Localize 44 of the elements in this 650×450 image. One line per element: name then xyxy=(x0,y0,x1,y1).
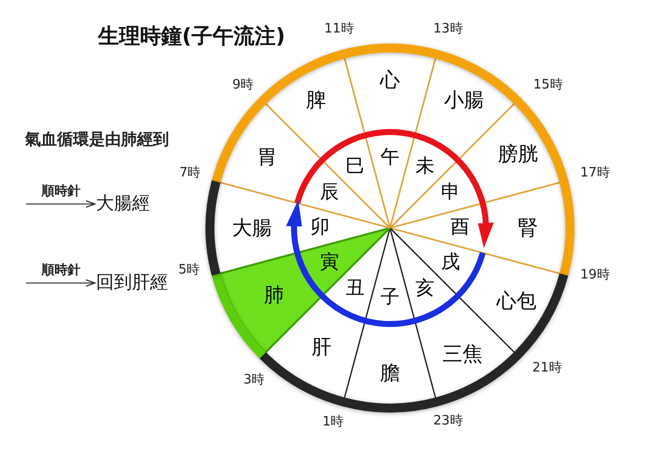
hour-label: 3時 xyxy=(243,374,265,388)
hour-label: 1時 xyxy=(322,416,344,430)
organ-label: 小腸 xyxy=(444,88,484,112)
hour-label: 23時 xyxy=(433,414,463,430)
hour-label: 7時 xyxy=(179,166,201,182)
branch-label: 子 xyxy=(380,287,400,309)
branch-label: 午 xyxy=(380,147,400,169)
hour-label: 5時 xyxy=(178,264,200,278)
branch-label: 巳 xyxy=(346,156,364,178)
organ-label: 胃 xyxy=(257,146,278,168)
diagram-title: 生理時鐘(子午流注) xyxy=(98,23,286,50)
branch-label: 卯 xyxy=(310,217,330,239)
organ-label: 膽 xyxy=(380,362,400,384)
organ-label: 腎 xyxy=(518,216,538,240)
branch-label: 寅 xyxy=(320,252,339,274)
branch-label: 申 xyxy=(441,182,460,204)
flow-target-text: 大腸經 xyxy=(96,193,150,215)
hour-label: 9時 xyxy=(232,78,254,94)
edge-label: 順時針 xyxy=(42,262,80,279)
organ-label: 三焦 xyxy=(442,342,482,366)
branch-label: 亥 xyxy=(416,278,434,300)
organ-label: 肺 xyxy=(264,284,284,306)
branch-label: 戌 xyxy=(441,252,460,274)
arrow xyxy=(26,200,96,208)
organ-label: 膀胱 xyxy=(498,142,538,166)
arrow xyxy=(26,279,96,287)
organ-label: 心 xyxy=(380,68,400,92)
organ-label: 心包 xyxy=(496,290,536,312)
organ-label: 肝 xyxy=(312,335,332,358)
hour-label: 19時 xyxy=(580,268,610,284)
flow-target-text: 回到肝經 xyxy=(96,272,168,294)
hour-label: 21時 xyxy=(532,362,562,376)
branch-label: 酉 xyxy=(450,217,470,239)
branch-label: 辰 xyxy=(320,182,339,204)
organ-label: 脾 xyxy=(306,88,326,112)
hour-label: 11時 xyxy=(324,22,354,38)
hour-label: 13時 xyxy=(433,22,463,38)
branch-label: 未 xyxy=(416,156,434,178)
organ-label: 大腸 xyxy=(232,216,272,240)
hour-label: 15時 xyxy=(533,78,563,94)
hour-label: 17時 xyxy=(580,166,610,182)
note-text: 氣血循環是由肺經到 xyxy=(25,130,169,150)
edge-label: 順時針 xyxy=(42,183,80,200)
branch-label: 丑 xyxy=(346,278,364,300)
